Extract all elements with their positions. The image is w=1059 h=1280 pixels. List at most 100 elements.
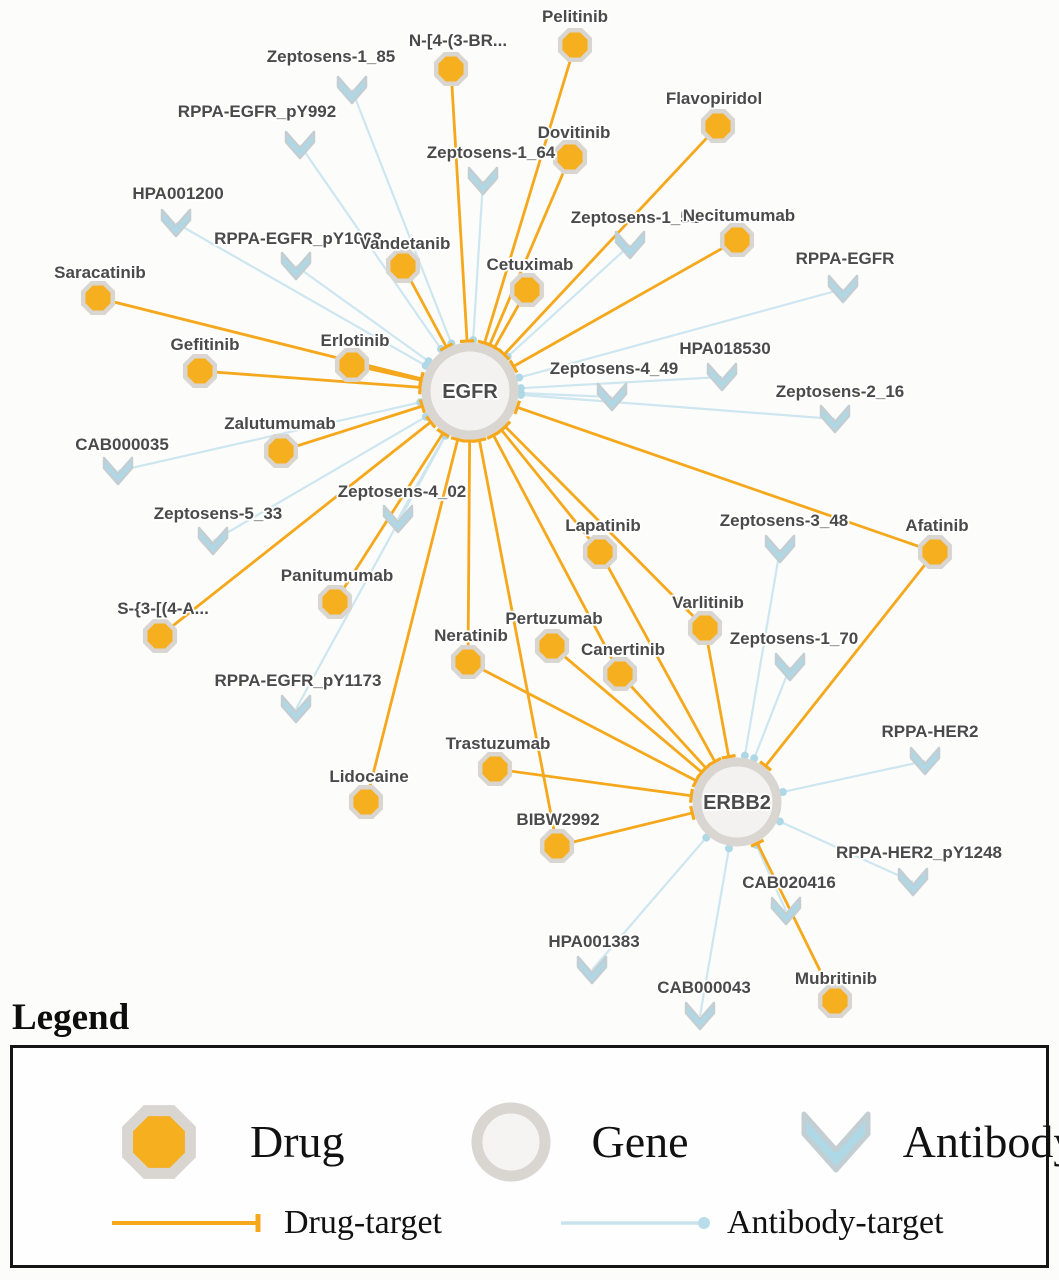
drug-node[interactable] <box>557 27 593 63</box>
drug-node[interactable] <box>552 139 588 175</box>
antibody-node[interactable] <box>774 652 806 682</box>
drug-node[interactable] <box>602 656 638 692</box>
antibody-label: Zeptosens-4_49 <box>550 359 679 378</box>
drug-label: Afatinib <box>905 516 968 535</box>
drug-edge <box>478 439 559 847</box>
drug-node[interactable] <box>385 248 421 284</box>
antibody-edge <box>755 844 788 912</box>
antibody-label: RPPA-EGFR <box>796 249 895 268</box>
drug-edge <box>516 406 936 554</box>
drug-node[interactable] <box>334 347 370 383</box>
drug-edge-tick <box>513 400 522 415</box>
antibody-edge <box>698 848 731 1017</box>
drug-node[interactable] <box>182 353 218 389</box>
drug-label: Neratinib <box>434 626 508 645</box>
antibody-node[interactable] <box>576 955 608 985</box>
antibody-node[interactable] <box>467 166 499 196</box>
antibody-label: Zeptosens-1_51 <box>571 208 700 227</box>
antibody-edge <box>782 759 926 794</box>
legend-box: Drug Gene Antibody Drug-target <box>10 1045 1059 1268</box>
drug-node[interactable] <box>450 644 486 680</box>
antibody-node[interactable] <box>280 694 312 724</box>
drug-edge <box>280 404 423 453</box>
drug-node[interactable] <box>142 618 178 654</box>
drug-node[interactable] <box>534 628 570 664</box>
drug-edges-layer <box>97 44 937 1002</box>
drug-edge <box>364 439 460 803</box>
antibody-node[interactable] <box>102 456 134 486</box>
drug-node[interactable] <box>477 751 513 787</box>
drug-node[interactable] <box>539 828 575 864</box>
drug-edge <box>199 369 421 389</box>
drug-edge-tick <box>487 342 502 353</box>
antibody-edge <box>350 89 453 344</box>
drug-edge-tick <box>459 339 475 344</box>
drug-label: Erlotinib <box>321 331 390 350</box>
drug-node[interactable] <box>719 222 755 258</box>
antibody-node[interactable] <box>197 526 229 556</box>
drug-label: Trastuzumab <box>446 734 551 753</box>
drug-edge <box>467 660 697 783</box>
legend-item-antibody-target: Antibody-target <box>557 1206 944 1240</box>
antibody-node[interactable] <box>280 251 312 281</box>
drug-label: Saracatinib <box>54 263 146 282</box>
antibody-node[interactable] <box>827 274 859 304</box>
antibody-node[interactable] <box>684 1001 716 1031</box>
antibody-node[interactable] <box>909 746 941 776</box>
antibody-label: RPPA-EGFR_pY992 <box>178 102 336 121</box>
drug-node[interactable] <box>817 983 853 1019</box>
antibody-edge <box>117 401 421 473</box>
legend-node-types-row: Drug Gene Antibody <box>13 1096 1059 1188</box>
antibody-label: RPPA-EGFR_pY1068 <box>214 229 382 248</box>
antibody-edges-layer <box>117 89 926 1017</box>
drug-edge <box>494 767 692 798</box>
drug-edge-tick <box>439 342 454 352</box>
drug-node[interactable] <box>582 534 618 570</box>
antibody-edge-dot <box>516 390 525 399</box>
antibody-target-edge-icon <box>560 1217 710 1229</box>
antibody-node[interactable] <box>706 362 738 392</box>
antibody-node[interactable] <box>284 130 316 160</box>
antibody-node[interactable] <box>160 208 192 238</box>
drug-edge <box>764 551 937 767</box>
drug-label: Varlitinib <box>672 593 744 612</box>
antibody-edge-dot <box>778 787 787 796</box>
drug-label: BIBW2992 <box>516 810 599 829</box>
drug-node[interactable] <box>348 784 384 820</box>
drug-edge-tick <box>497 348 511 361</box>
antibody-node[interactable] <box>897 867 929 897</box>
drug-edge-tick <box>499 420 512 433</box>
drug-node[interactable] <box>700 108 736 144</box>
antibody-node[interactable] <box>764 534 796 564</box>
drug-node[interactable] <box>687 610 723 646</box>
drug-node[interactable] <box>917 534 953 570</box>
legend-item-gene: Gene <box>465 1096 689 1188</box>
antibody-node[interactable] <box>596 382 628 412</box>
drug-label: Lapatinib <box>565 516 641 535</box>
antibody-node[interactable] <box>382 504 414 534</box>
drug-node[interactable] <box>263 433 299 469</box>
gene-node-egfr[interactable] <box>421 342 519 440</box>
antibody-node[interactable] <box>770 896 802 926</box>
antibody-label: RPPA-HER2 <box>882 722 979 741</box>
antibody-label: Zeptosens-1_70 <box>730 629 859 648</box>
drug-node[interactable] <box>433 51 469 87</box>
antibody-node[interactable] <box>336 75 368 105</box>
gene-nodes-layer <box>421 342 782 847</box>
drug-node[interactable] <box>80 280 116 316</box>
drug-edge <box>488 156 572 346</box>
antibody-node[interactable] <box>819 404 851 434</box>
legend-item-antibody: Antibody <box>794 1104 1059 1180</box>
antibody-edge <box>299 144 442 350</box>
antibody-label: HPA018530 <box>679 339 770 358</box>
gene-node-erbb2[interactable] <box>692 757 782 847</box>
drug-edge <box>483 44 577 344</box>
drug-edge-tick <box>418 373 425 388</box>
drug-label: Cetuximab <box>487 255 574 274</box>
antibody-edge <box>520 375 723 390</box>
drug-label: Vandetanib <box>360 234 451 253</box>
antibody-node[interactable] <box>614 230 646 260</box>
drug-label: Lidocaine <box>329 767 408 786</box>
drug-node[interactable] <box>317 584 353 620</box>
drug-node[interactable] <box>509 272 545 308</box>
